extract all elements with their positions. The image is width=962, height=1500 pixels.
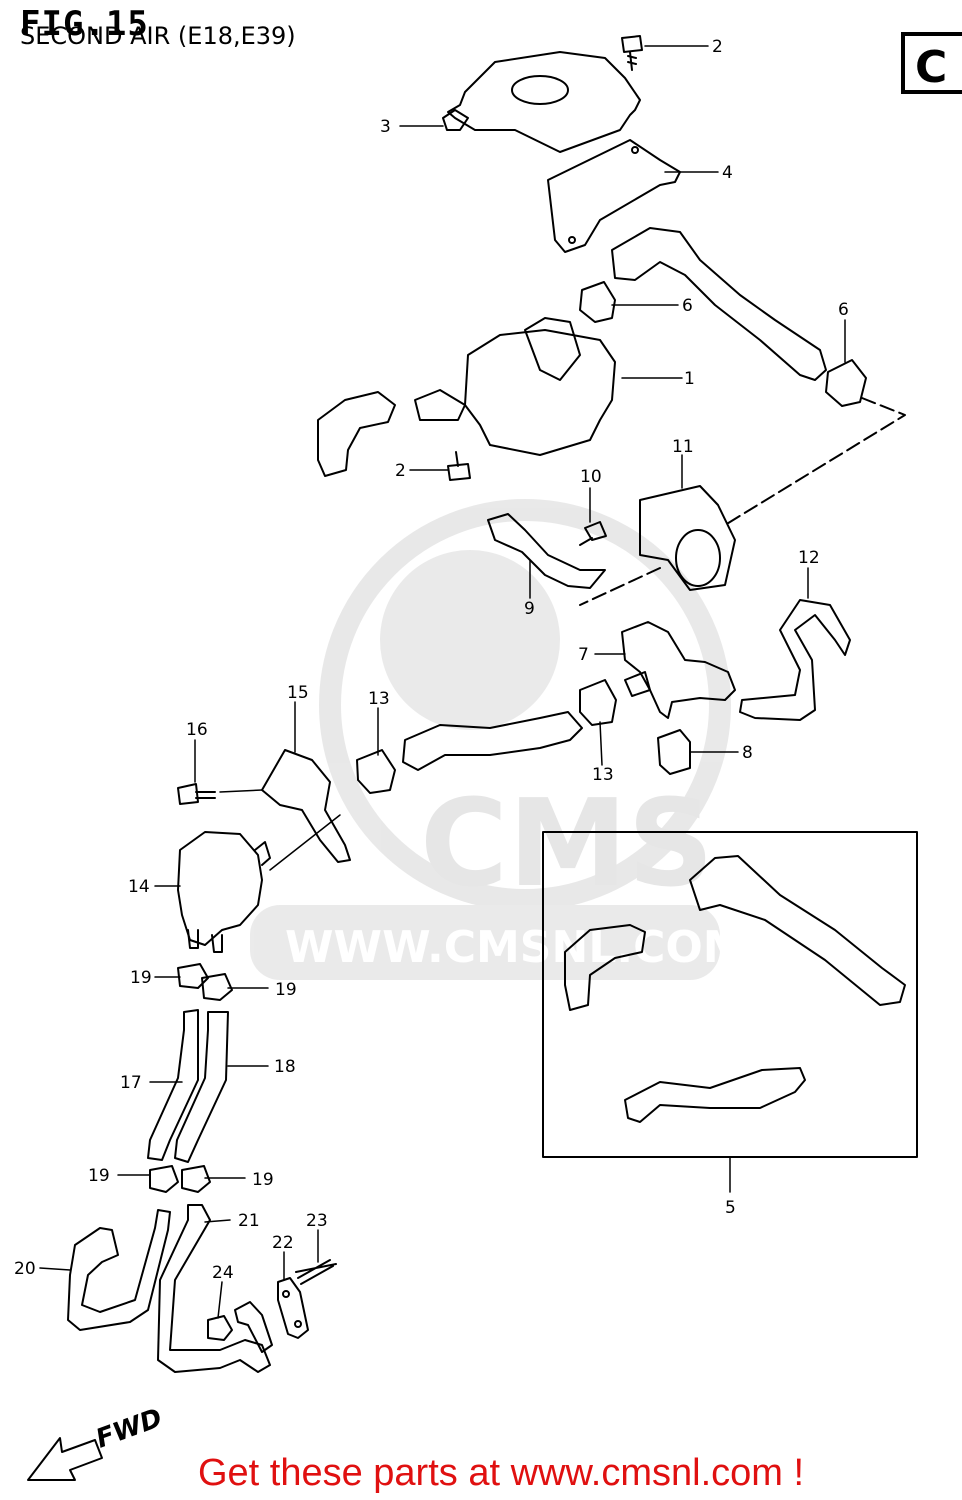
part-13-clamp-a — [579, 679, 617, 726]
watermark-logo: CMS — [420, 775, 714, 914]
callout-19: 19 — [130, 968, 152, 988]
figure-subtitle: SECOND AIR (E18,E39) — [20, 22, 296, 50]
part-19-clamp-c — [149, 1165, 179, 1193]
part-3-hole — [511, 75, 569, 105]
part-2-bolt-top — [621, 35, 643, 71]
part-5-hose-b — [564, 924, 646, 1011]
callout-1: 1 — [684, 369, 695, 389]
callout-22: 22 — [272, 1233, 294, 1253]
callout-11: 11 — [672, 437, 694, 457]
part-19-clamp-d — [181, 1165, 211, 1193]
callout-10: 10 — [580, 467, 602, 487]
watermark: CMS WWW.CMSNL.COM — [250, 499, 747, 980]
part-17-hose — [147, 1009, 199, 1161]
leader-dashed-b — [579, 567, 661, 606]
callout-13: 13 — [592, 765, 614, 785]
callout-13: 13 — [368, 689, 390, 709]
part-2-bolt-lower — [447, 451, 471, 481]
figure-title: FIG.15 — [20, 4, 149, 44]
part-22-gasket — [277, 1277, 309, 1339]
part-20-pipe — [67, 1209, 171, 1331]
part-12-hose — [739, 599, 851, 721]
section-code: C — [915, 42, 947, 93]
callout-3: 3 — [380, 117, 391, 137]
callout-12: 12 — [798, 548, 820, 568]
hose-left-elbow — [317, 391, 396, 477]
callout-7: 7 — [578, 645, 589, 665]
part-10-bolt — [579, 521, 607, 546]
part-4-bracket — [547, 139, 681, 253]
part-18-hose — [174, 1011, 229, 1163]
callout-19: 19 — [252, 1170, 274, 1190]
callout-19: 19 — [275, 980, 297, 1000]
part-13-clamp-b — [356, 749, 396, 794]
callout-4: 4 — [722, 163, 733, 183]
callouts: 2 3 4 6 6 1 2 10 11 12 9 7 8 13 13 15 16… — [14, 37, 849, 1283]
footer-link[interactable]: Get these parts at www.cmsnl.com ! — [0, 1452, 962, 1495]
section-code-box: C — [901, 32, 962, 94]
part-21-pipe — [157, 1204, 271, 1373]
callout-15: 15 — [287, 683, 309, 703]
part-24-nut — [207, 1315, 233, 1341]
part-6-clamp-b — [825, 359, 867, 407]
callout-21: 21 — [238, 1211, 260, 1231]
callout-24: 24 — [212, 1263, 234, 1283]
leader-dashed-a — [724, 397, 906, 526]
watermark-url: WWW.CMSNL.COM — [285, 922, 747, 973]
hose-upper-right — [611, 227, 827, 381]
part-9-bracket — [487, 513, 606, 589]
fwd-arrow — [27, 1437, 103, 1481]
callout-2: 2 — [712, 37, 723, 57]
callout-14: 14 — [128, 877, 150, 897]
callout-20: 20 — [14, 1259, 36, 1279]
callout-19: 19 — [88, 1166, 110, 1186]
callout-18: 18 — [274, 1057, 296, 1077]
hose-middle — [402, 711, 583, 771]
callout-5: 5 — [725, 1198, 736, 1218]
part-16-bolt — [177, 783, 216, 805]
callout-16: 16 — [186, 720, 208, 740]
part-23-stud — [295, 1259, 337, 1285]
callout-6: 6 — [838, 300, 849, 320]
part-15-bracket — [261, 749, 351, 863]
callout-6: 6 — [682, 296, 693, 316]
part-11-holder — [639, 485, 736, 591]
fwd-label: FWD — [92, 1403, 166, 1454]
leader-lines — [39, 45, 846, 1319]
callout-2: 2 — [395, 461, 406, 481]
part-3-cover — [447, 51, 641, 153]
part-5-hose-c — [624, 1067, 806, 1123]
callout-23: 23 — [306, 1211, 328, 1231]
part-8-cap — [657, 729, 691, 775]
callout-9: 9 — [524, 599, 535, 619]
part-5-hose-a — [689, 855, 906, 1006]
part-6-clamp-a — [579, 281, 616, 323]
part-14-valve — [177, 831, 263, 946]
callout-17: 17 — [120, 1073, 142, 1093]
part-5-kit-box — [542, 831, 918, 1158]
footer-text: Get these parts at www.cmsnl.com ! — [197, 1452, 805, 1494]
part-19-clamp-b — [201, 973, 233, 1001]
callout-8: 8 — [742, 743, 753, 763]
part-7-valve — [621, 621, 736, 719]
part-1-reed-valve — [464, 329, 616, 456]
